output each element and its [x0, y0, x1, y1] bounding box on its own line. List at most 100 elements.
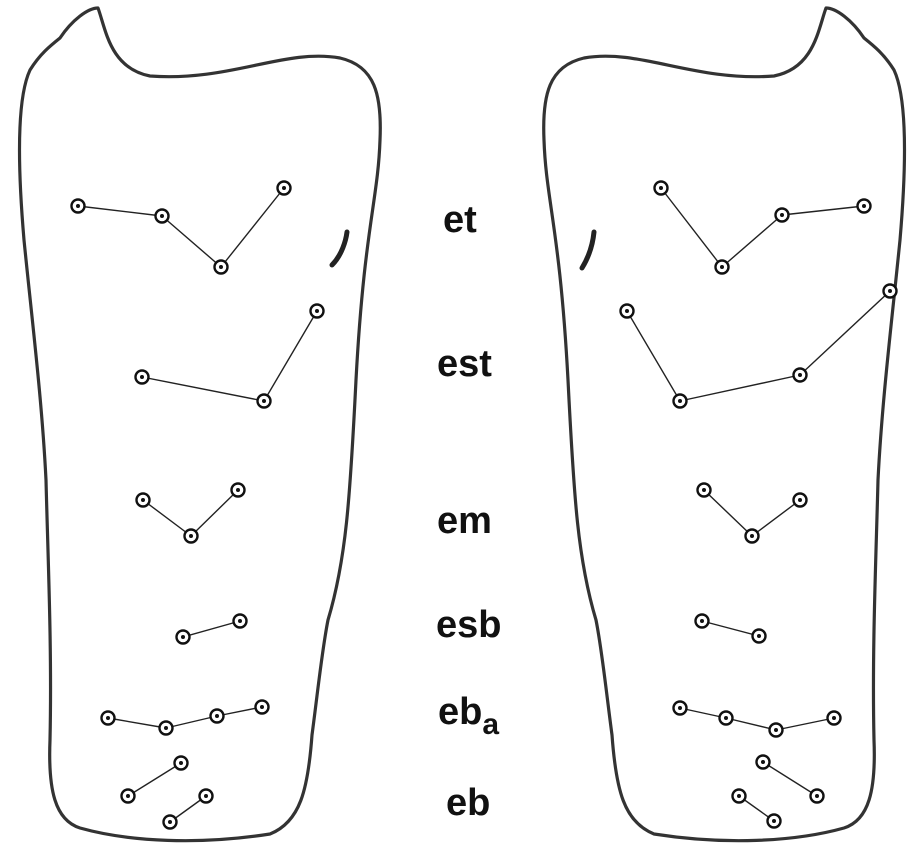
point-center — [798, 498, 802, 502]
point-center — [772, 819, 776, 823]
point-center — [260, 705, 264, 709]
right-eba-link-2 — [726, 718, 776, 730]
left-est-link-2 — [264, 311, 317, 401]
left-et-point-4 — [278, 182, 291, 195]
label-eba-subscript: a — [482, 708, 499, 741]
right-em-link-1 — [704, 490, 752, 536]
left-et-link-3 — [221, 188, 284, 267]
right-est-link-3 — [800, 291, 890, 375]
right-eb-point-4 — [768, 815, 781, 828]
left-et-point-1 — [72, 200, 85, 213]
right-eba-point-1 — [674, 702, 687, 715]
point-center — [700, 619, 704, 623]
label-et: et — [443, 199, 477, 241]
point-center — [702, 488, 706, 492]
point-center — [160, 214, 164, 218]
point-center — [282, 186, 286, 190]
left-eba-point-1 — [102, 712, 115, 725]
left-est-point-3 — [311, 305, 324, 318]
point-center — [262, 399, 266, 403]
right-eb-link-1 — [763, 762, 817, 796]
right-eb-point-3 — [811, 790, 824, 803]
left-eba-link-1 — [108, 718, 166, 728]
right-et-point-1 — [655, 182, 668, 195]
point-center — [888, 289, 892, 293]
right-et-point-4 — [858, 200, 871, 213]
point-center — [106, 716, 110, 720]
right-eba-point-3 — [770, 724, 783, 737]
right-et-link-2 — [722, 215, 782, 267]
left-em-link-1 — [143, 500, 191, 536]
right-est-point-3 — [794, 369, 807, 382]
left-est-link-1 — [142, 377, 264, 401]
point-center — [141, 498, 145, 502]
point-center — [236, 488, 240, 492]
label-est: est — [437, 343, 492, 385]
left-eb-link-1 — [128, 763, 181, 796]
left-est-point-2 — [258, 395, 271, 408]
left-eb-point-1 — [175, 757, 188, 770]
left-eba-point-4 — [256, 701, 269, 714]
point-center — [750, 534, 754, 538]
label-eb: eb — [446, 782, 490, 824]
point-center — [798, 373, 802, 377]
right-eba-point-2 — [720, 712, 733, 725]
point-center — [774, 728, 778, 732]
right-est-point-4 — [884, 285, 897, 298]
left-em-point-2 — [185, 530, 198, 543]
left-eba-link-2 — [166, 716, 217, 728]
right-esb-point-2 — [753, 630, 766, 643]
right-eb-point-2 — [733, 790, 746, 803]
point-center — [179, 761, 183, 765]
point-center — [189, 534, 193, 538]
label-em: em — [437, 500, 492, 542]
point-center — [678, 399, 682, 403]
left-em-point-3 — [232, 484, 245, 497]
left-outline — [19, 8, 380, 841]
point-center — [761, 760, 765, 764]
left-eb-point-3 — [200, 790, 213, 803]
point-center — [724, 716, 728, 720]
right-est-link-1 — [627, 311, 680, 401]
right-esb-link-1 — [702, 621, 759, 636]
right-em-point-2 — [746, 530, 759, 543]
left-eb-point-4 — [164, 816, 177, 829]
left-et-point-2 — [156, 210, 169, 223]
right-est-point-2 — [674, 395, 687, 408]
left-eb-point-2 — [122, 790, 135, 803]
point-center — [625, 309, 629, 313]
left-est-point-1 — [136, 371, 149, 384]
right-et-link-3 — [782, 206, 864, 215]
left-esb-point-1 — [177, 631, 190, 644]
label-esb: esb — [436, 604, 501, 646]
point-center — [164, 726, 168, 730]
point-center — [678, 706, 682, 710]
point-center — [238, 619, 242, 623]
right-em-point-3 — [794, 494, 807, 507]
right-et-point-2 — [716, 261, 729, 274]
point-center — [215, 714, 219, 718]
point-center — [168, 820, 172, 824]
right-esb-point-1 — [696, 615, 709, 628]
right-eba-link-3 — [776, 718, 834, 730]
point-center — [315, 309, 319, 313]
label-eba-main: eb — [438, 691, 482, 733]
right-eb-point-1 — [757, 756, 770, 769]
point-center — [862, 204, 866, 208]
left-et-point-3 — [215, 261, 228, 274]
left-esb-link-1 — [183, 621, 240, 637]
left-eba-point-3 — [211, 710, 224, 723]
right-est-link-2 — [680, 375, 800, 401]
point-center — [757, 634, 761, 638]
right-em-point-1 — [698, 484, 711, 497]
point-center — [140, 375, 144, 379]
point-center — [815, 794, 819, 798]
point-center — [780, 213, 784, 217]
point-center — [720, 265, 724, 269]
right-em-link-2 — [752, 500, 800, 536]
right-est-point-1 — [621, 305, 634, 318]
left-esb-point-2 — [234, 615, 247, 628]
point-center — [219, 265, 223, 269]
point-center — [204, 794, 208, 798]
point-center — [126, 794, 130, 798]
